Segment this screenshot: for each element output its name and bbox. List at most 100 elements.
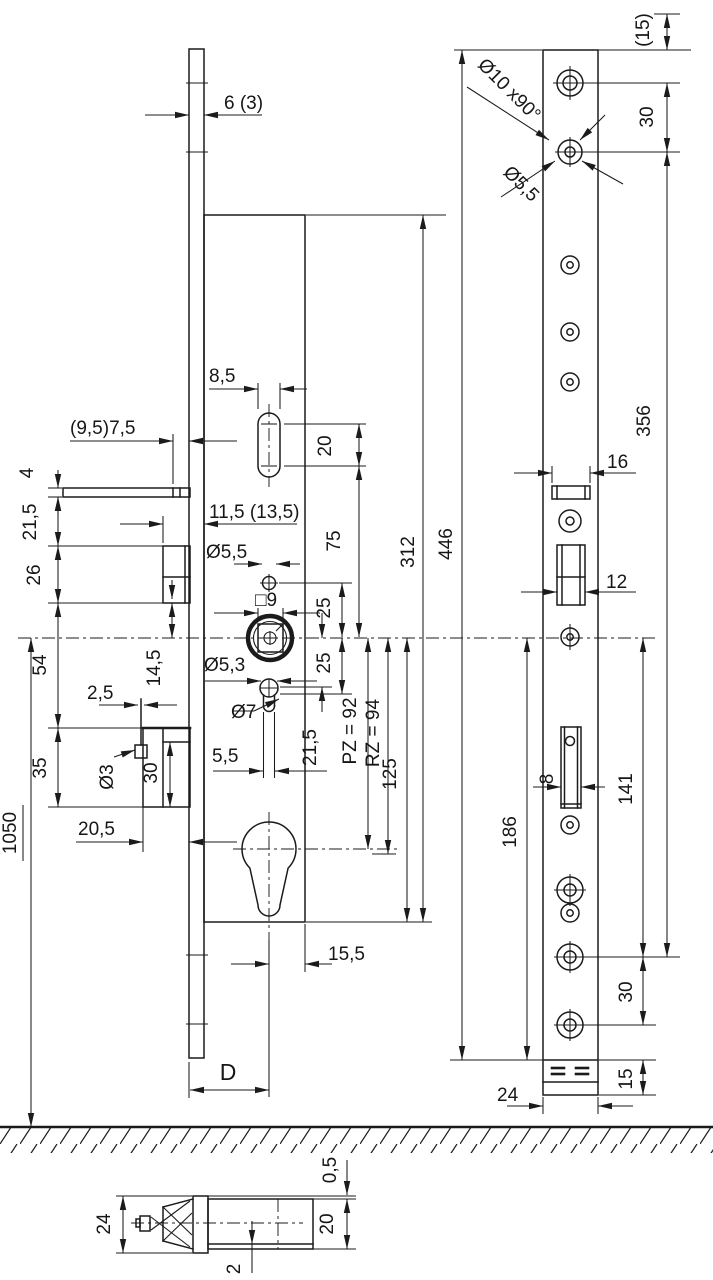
dim-countersink: Ø10 x90° bbox=[466, 55, 550, 141]
dim-1050: 1050 bbox=[0, 638, 35, 1127]
dim-26: 26 bbox=[24, 545, 163, 604]
dim-25-lower: 25 bbox=[280, 638, 352, 695]
dim-35-label: 35 bbox=[30, 757, 51, 778]
dim-16: 16 bbox=[514, 452, 636, 483]
dim-hole-7-label: Ø7 bbox=[231, 702, 256, 723]
dim-24-plate-label: 24 bbox=[497, 1085, 519, 1106]
dim-356: 356 bbox=[585, 152, 680, 958]
dim-15-bottom-label: 15 bbox=[616, 1068, 637, 1089]
dim-faceplate-thickness: 6 (3) bbox=[145, 93, 263, 119]
dim-15-bottom: 15 bbox=[599, 1059, 656, 1096]
dim-hole-5-5-left: Ø5,5 bbox=[206, 542, 300, 568]
rod-slot bbox=[560, 726, 582, 809]
latch-opening bbox=[551, 485, 591, 500]
left-view-lock-body bbox=[62, 48, 398, 1097]
dim-16-label: 16 bbox=[607, 452, 628, 473]
dim-312: 312 bbox=[306, 214, 446, 923]
dim-0-5-detail: 0,5 bbox=[208, 1157, 356, 1200]
countersunk-hole bbox=[555, 137, 585, 167]
dim-21-5-mid: 21,5 bbox=[280, 613, 332, 766]
dim-2-5-label: 2,5 bbox=[87, 683, 113, 704]
dim-rod-thickness-label: 4 bbox=[17, 467, 38, 478]
dim-square-9-label: □9 bbox=[255, 590, 277, 611]
dim-pz-92-label: PZ = 92 bbox=[340, 697, 361, 764]
dim-hole-3-label: Ø3 bbox=[97, 764, 118, 789]
dim-141-label: 141 bbox=[616, 773, 637, 805]
faceplate-edge bbox=[188, 48, 205, 1059]
screw-hole-957 bbox=[554, 941, 586, 973]
dim-75-label: 75 bbox=[324, 530, 345, 551]
dim-21-5-left-label: 21,5 bbox=[20, 504, 41, 541]
dim-54: 54 bbox=[30, 603, 62, 728]
dim-20-5: 20,5 bbox=[76, 807, 237, 852]
dim-hole-5-5-left-label: Ø5,5 bbox=[206, 542, 247, 563]
dim-125-label: 125 bbox=[380, 758, 401, 790]
dim-slot-width: 8,5 bbox=[209, 366, 307, 409]
dim-slot-height: 20 bbox=[284, 423, 366, 467]
dim-54-label: 54 bbox=[30, 654, 51, 676]
dim-2-detail: 2 bbox=[224, 1221, 256, 1275]
dim-hole-5-3-label: Ø5,3 bbox=[204, 655, 245, 676]
dim-30-top-label: 30 bbox=[637, 106, 658, 127]
dim-25-upper-label: 25 bbox=[314, 597, 335, 618]
dim-24-detail: 24 bbox=[94, 1195, 192, 1254]
dim-slot-height-label: 20 bbox=[315, 435, 336, 456]
dim-186-label: 186 bbox=[500, 816, 521, 848]
hook-bolt-case bbox=[134, 698, 192, 808]
roller-bolt bbox=[162, 545, 191, 604]
dim-24-plate: 24 bbox=[497, 1085, 633, 1114]
dim-8-label: 8 bbox=[537, 774, 558, 785]
dim-20-5-label: 20,5 bbox=[78, 819, 115, 840]
countersink-arrow-ne bbox=[579, 114, 606, 141]
dim-24-detail-label: 24 bbox=[94, 1213, 115, 1235]
countersink-arrow-se bbox=[581, 160, 624, 185]
dim-backset-b: 11,5 (13,5) bbox=[120, 502, 299, 543]
dim-20-detail: 20 bbox=[313, 1199, 356, 1250]
dim-backset-b-label: 11,5 (13,5) bbox=[209, 502, 299, 523]
dim-30-bottom-label: 30 bbox=[616, 981, 637, 1002]
dim-25-upper: 25 bbox=[279, 582, 352, 637]
dim-hole-5-5-right-label: Ø5,5 bbox=[499, 162, 543, 206]
right-view-faceplate bbox=[542, 49, 599, 1096]
dim-5-5-neck: 5,5 bbox=[212, 712, 327, 778]
cylinder-hole bbox=[241, 821, 297, 917]
dim-2-detail-label: 2 bbox=[224, 1264, 245, 1275]
dim-pz-92: PZ = 92 bbox=[340, 638, 372, 849]
dim-312-label: 312 bbox=[398, 536, 419, 568]
ground-line bbox=[0, 1125, 713, 1153]
dim-141: 141 bbox=[616, 638, 647, 957]
faceplate-front bbox=[542, 49, 599, 1096]
dim-186: 186 bbox=[500, 638, 531, 1060]
dim-hole-3: Ø3 bbox=[97, 749, 136, 790]
dim-1050-label: 1050 bbox=[0, 812, 21, 854]
dim-15-5-label: 15,5 bbox=[328, 944, 365, 965]
dim-15-top: (15) bbox=[598, 13, 691, 51]
dim-hole-5-3: Ø5,3 bbox=[204, 655, 317, 685]
detail-view-bolt bbox=[131, 1195, 314, 1254]
latch-slot bbox=[257, 412, 281, 478]
dim-hole-5-5-right: Ø5,5 bbox=[499, 160, 556, 206]
dim-rz-94-label: RZ = 94 bbox=[363, 699, 384, 768]
dim-hole-7: Ø7 bbox=[231, 698, 280, 723]
dim-rz-94: RZ = 94 bbox=[363, 638, 396, 855]
dim-356-label: 356 bbox=[634, 405, 655, 437]
dim-2-5: 2,5 bbox=[87, 683, 177, 709]
dim-14-5-label: 14,5 bbox=[144, 650, 165, 687]
dim-30-hook-label: 30 bbox=[141, 762, 162, 783]
dim-backset-a: (9,5)7,5 bbox=[70, 418, 237, 484]
dim-15-5: 15,5 bbox=[231, 924, 365, 972]
dim-5-5-neck-label: 5,5 bbox=[212, 746, 238, 767]
dim-8: 8 bbox=[533, 774, 605, 791]
deadbolt-opening bbox=[556, 544, 586, 606]
screw-hole-top bbox=[553, 66, 587, 100]
dim-446-label: 446 bbox=[436, 528, 457, 560]
dim-30-hook: 30 bbox=[141, 742, 174, 807]
dim-21-5-mid-label: 21,5 bbox=[300, 729, 321, 766]
dim-25-lower-label: 25 bbox=[314, 652, 335, 673]
dim-slot-width-label: 8,5 bbox=[209, 366, 235, 387]
dim-15-top-label: (15) bbox=[633, 13, 654, 47]
dim-14-5: 14,5 bbox=[144, 603, 176, 687]
dim-12: 12 bbox=[521, 572, 636, 596]
dim-446: 446 bbox=[436, 49, 542, 1061]
